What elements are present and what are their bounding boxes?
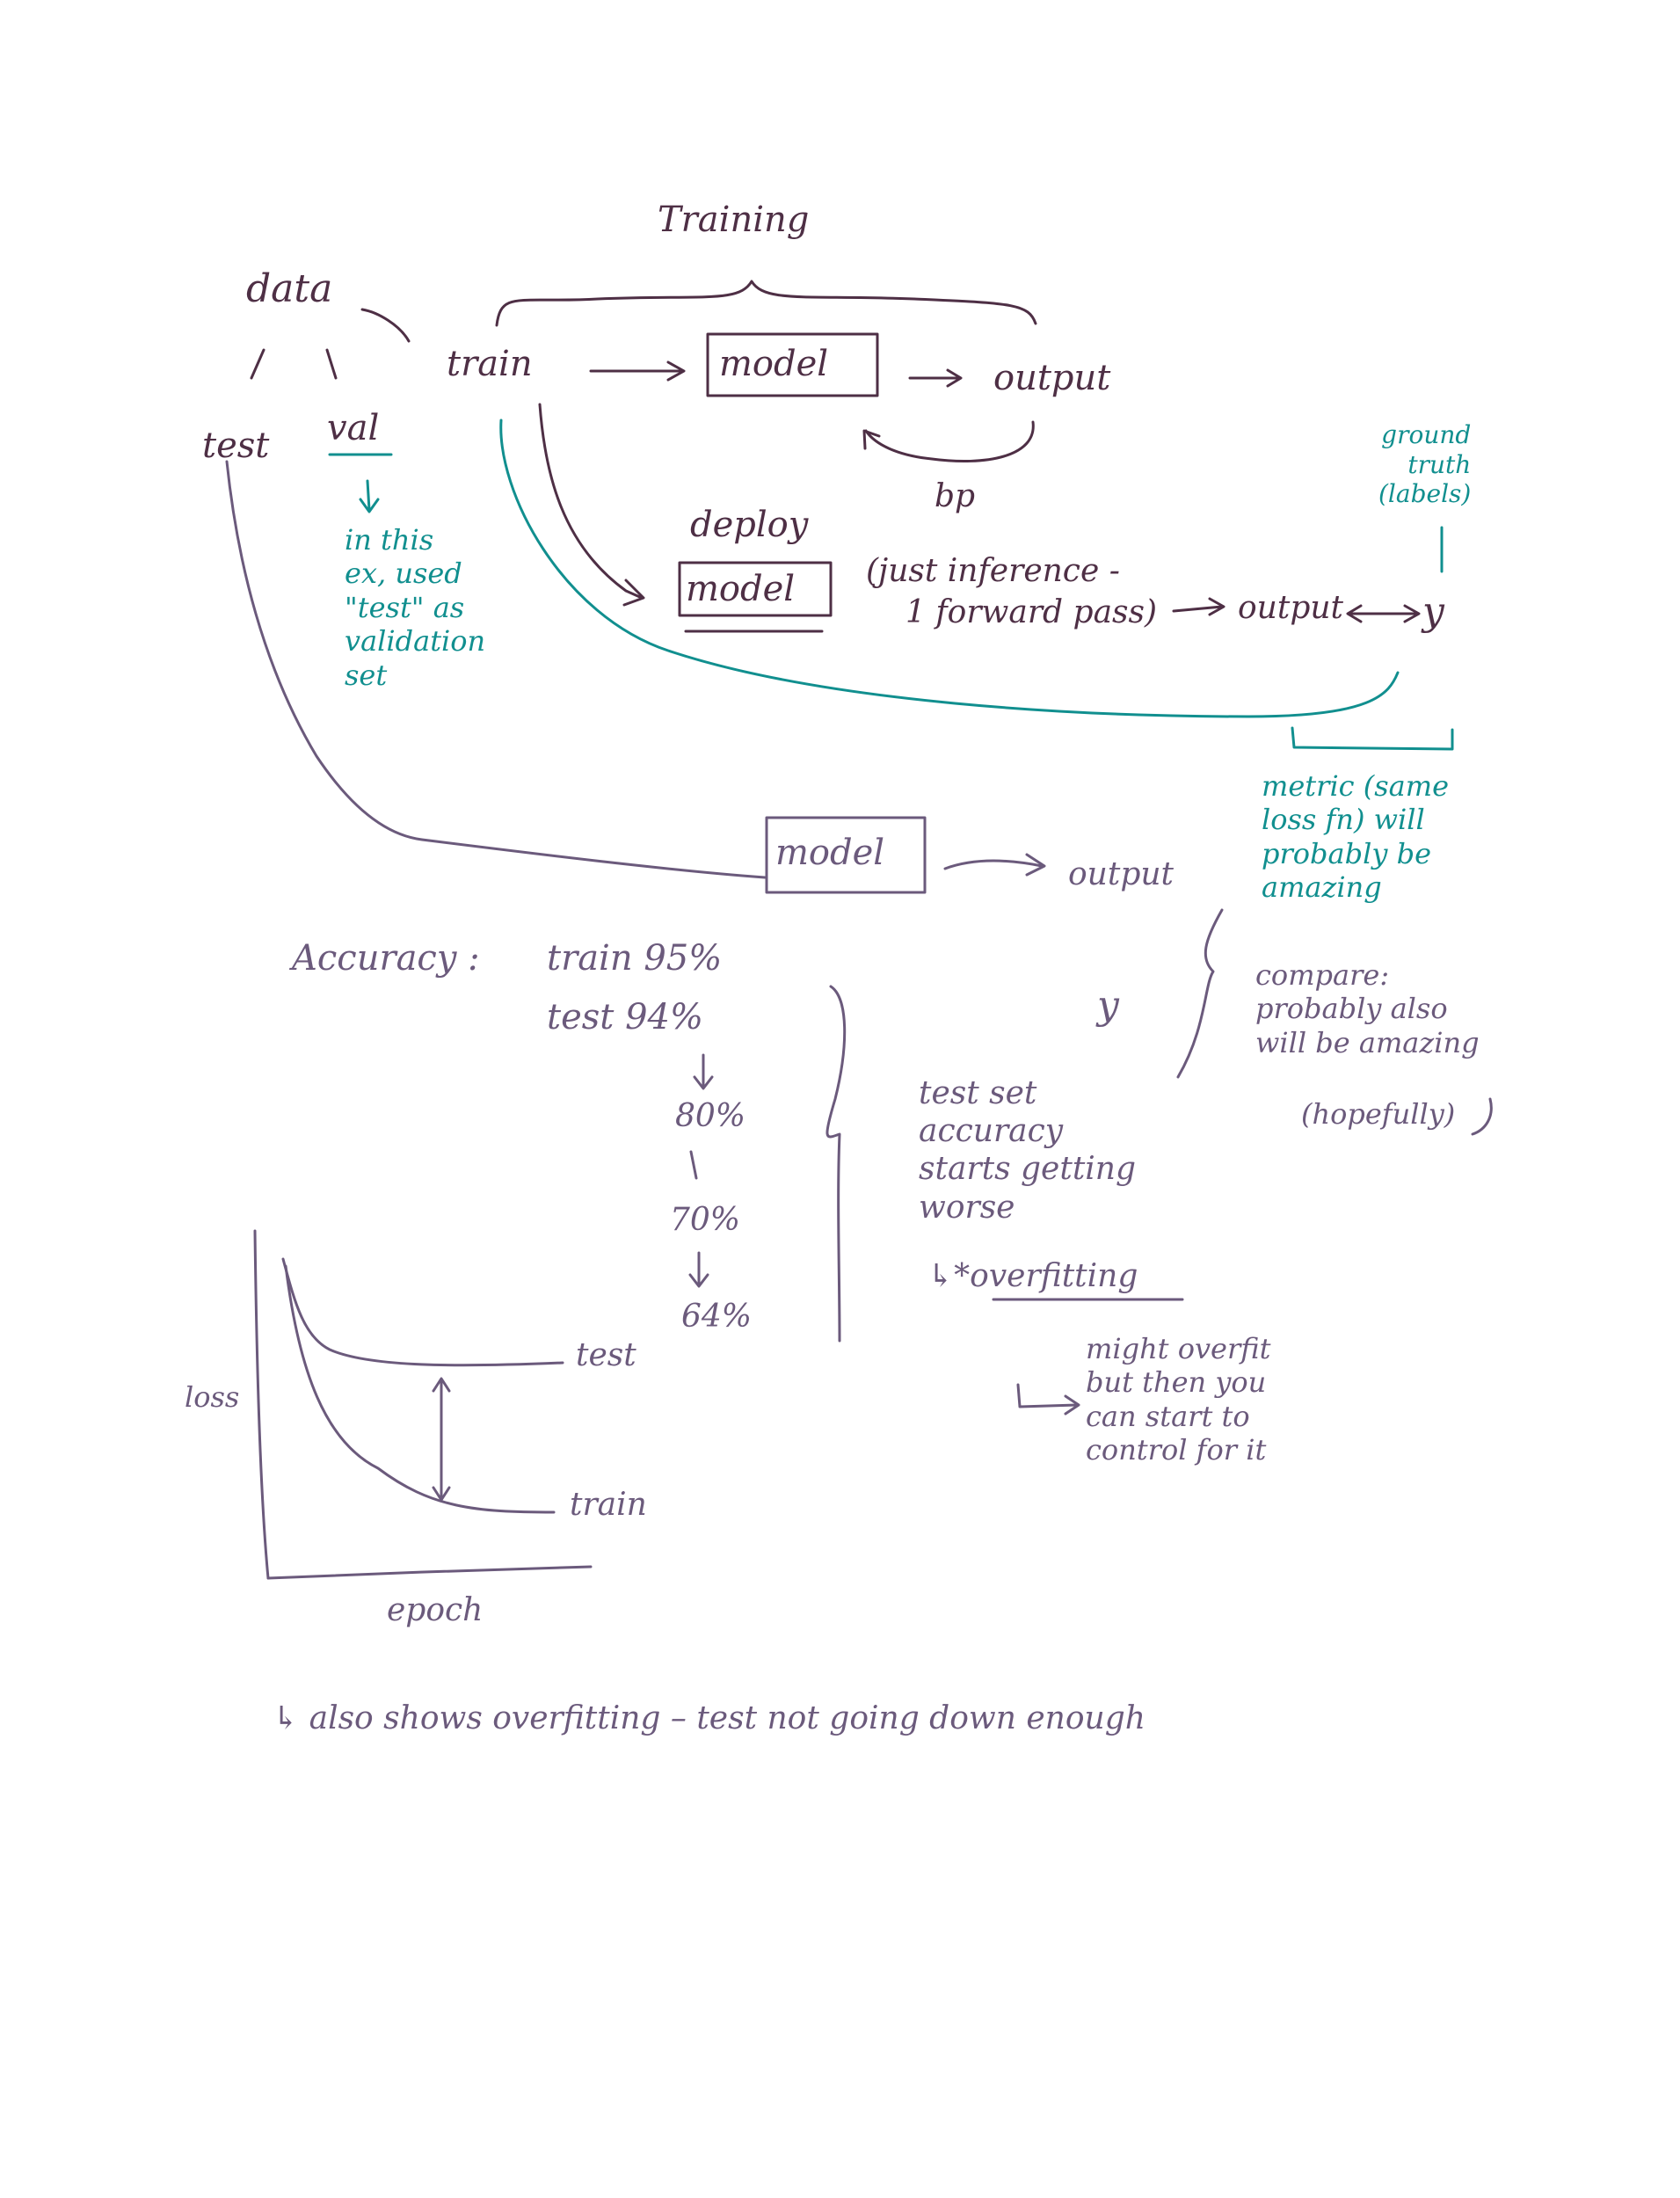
acc-arrow-1: [693, 1053, 714, 1090]
accuracy-64: 64%: [681, 1299, 753, 1335]
val-note: in this ex, used "test" as validation se…: [345, 523, 486, 692]
hopefully-bracket: [1471, 1097, 1493, 1136]
metric-bracket: [1291, 726, 1454, 751]
accuracy-test: test 94%: [547, 997, 703, 1037]
y-label-test: y: [1097, 983, 1119, 1028]
loss-chart-x-axis: [266, 1565, 593, 1580]
output-label-test: output: [1068, 856, 1175, 892]
accuracy-train: train 95%: [547, 938, 723, 979]
loss-chart: [253, 1229, 593, 1580]
inference-note-2: 1 forward pass): [905, 594, 1158, 630]
train-to-y-teal-curve: [499, 418, 1400, 718]
output-y-double-arrow: [1346, 604, 1421, 623]
val-down-arrow: [359, 479, 380, 513]
compare-note: compare: probably also will be amazing: [1255, 958, 1480, 1059]
chart-train-label: train: [570, 1487, 647, 1523]
model-box-training: [706, 332, 879, 397]
metric-note: metric (same loss fn) will probably be a…: [1262, 769, 1450, 905]
deploy-label: deploy: [690, 505, 809, 545]
ground-truth-label: ground truth (labels): [1378, 420, 1472, 509]
chart-test-label: test: [576, 1337, 636, 1373]
loss-chart-y-axis: [253, 1229, 270, 1580]
output-y-brace: [1176, 908, 1224, 1079]
model-label-training: model: [719, 344, 829, 384]
inference-to-output-arrow: [1172, 597, 1225, 616]
test-to-model-curve: [225, 460, 767, 879]
val-label: val: [327, 408, 380, 448]
loss-axis-label: loss: [185, 1380, 240, 1414]
data-train-connector: [360, 308, 411, 343]
test-label: test: [202, 426, 270, 466]
might-overfit-arrow: [1016, 1383, 1080, 1416]
might-overfit-note: might overfit but then you can start to …: [1086, 1332, 1271, 1467]
output-label-training: output: [993, 358, 1111, 398]
test-set-note: test set accuracy starts getting worse: [919, 1075, 1137, 1226]
model-to-output-arrow: [908, 368, 963, 388]
data-label: data: [246, 266, 333, 311]
bp-label: bp: [935, 478, 976, 514]
train-to-deploy-arrow: [538, 403, 645, 607]
output-label-deploy: output: [1238, 590, 1344, 626]
data-to-test-line: [250, 348, 265, 380]
model-box-test: [765, 816, 927, 894]
accuracy-bracket: [825, 985, 847, 1343]
epoch-axis-label: epoch: [387, 1592, 484, 1628]
train-label: train: [447, 344, 533, 384]
model-label-deploy: model: [686, 569, 796, 609]
inference-note-1: (just inference -: [866, 553, 1120, 589]
accuracy-80: 80%: [675, 1098, 746, 1134]
train-loss-curve: [284, 1264, 556, 1514]
overfitting-label: ↳*overfitting: [927, 1258, 1138, 1294]
test-model-to-output-arrow: [943, 853, 1046, 877]
test-loss-curve: [281, 1257, 564, 1367]
generalization-gap-arrow: [432, 1377, 451, 1502]
y-label-deploy: y: [1422, 589, 1444, 634]
training-brace: [495, 280, 1037, 327]
accuracy-label: Accuracy :: [292, 938, 480, 979]
model-label-test: model: [775, 833, 885, 873]
backprop-arrow: [862, 420, 1035, 463]
train-to-model-arrow: [589, 360, 686, 382]
hopefully-note: (hopefully): [1301, 1097, 1456, 1131]
data-to-val-line: [325, 348, 338, 380]
acc-arrow-2: [689, 1150, 698, 1180]
accuracy-70: 70%: [670, 1202, 741, 1238]
acc-arrow-3: [688, 1251, 709, 1288]
model-box-deploy: [678, 561, 833, 617]
training-label: Training: [658, 200, 810, 240]
bottom-note: ↳ also shows overfitting – test not goin…: [273, 1700, 1145, 1736]
